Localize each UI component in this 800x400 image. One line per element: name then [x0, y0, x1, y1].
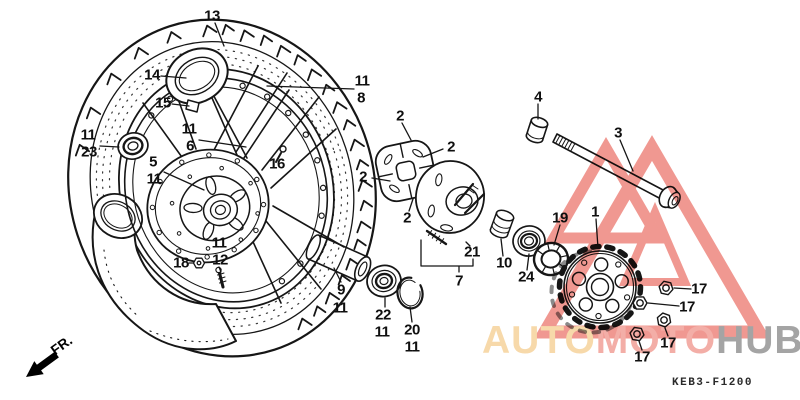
spokes-drawing — [142, 65, 345, 304]
tire-tread-marks — [74, 23, 373, 331]
bearing-23-drawing — [117, 132, 149, 160]
rim-screw-12 — [215, 266, 227, 289]
collar-10-drawing — [489, 209, 515, 239]
inner-tube-drawing — [91, 193, 237, 351]
stud-21-drawing — [425, 229, 448, 246]
spoke-nipple-16 — [275, 145, 287, 163]
hub-assembly-drawing — [415, 160, 486, 246]
bearing-22-drawing — [366, 264, 402, 298]
spacer-drawing — [305, 234, 372, 282]
axle-drawing — [552, 133, 681, 209]
tube-opening-drawing — [165, 47, 229, 105]
drawing-code: KEB3-F1200 — [672, 377, 754, 389]
circlip-drawing — [396, 276, 424, 310]
rim-nut-18 — [192, 257, 206, 269]
bushing-4-drawing — [525, 116, 549, 144]
